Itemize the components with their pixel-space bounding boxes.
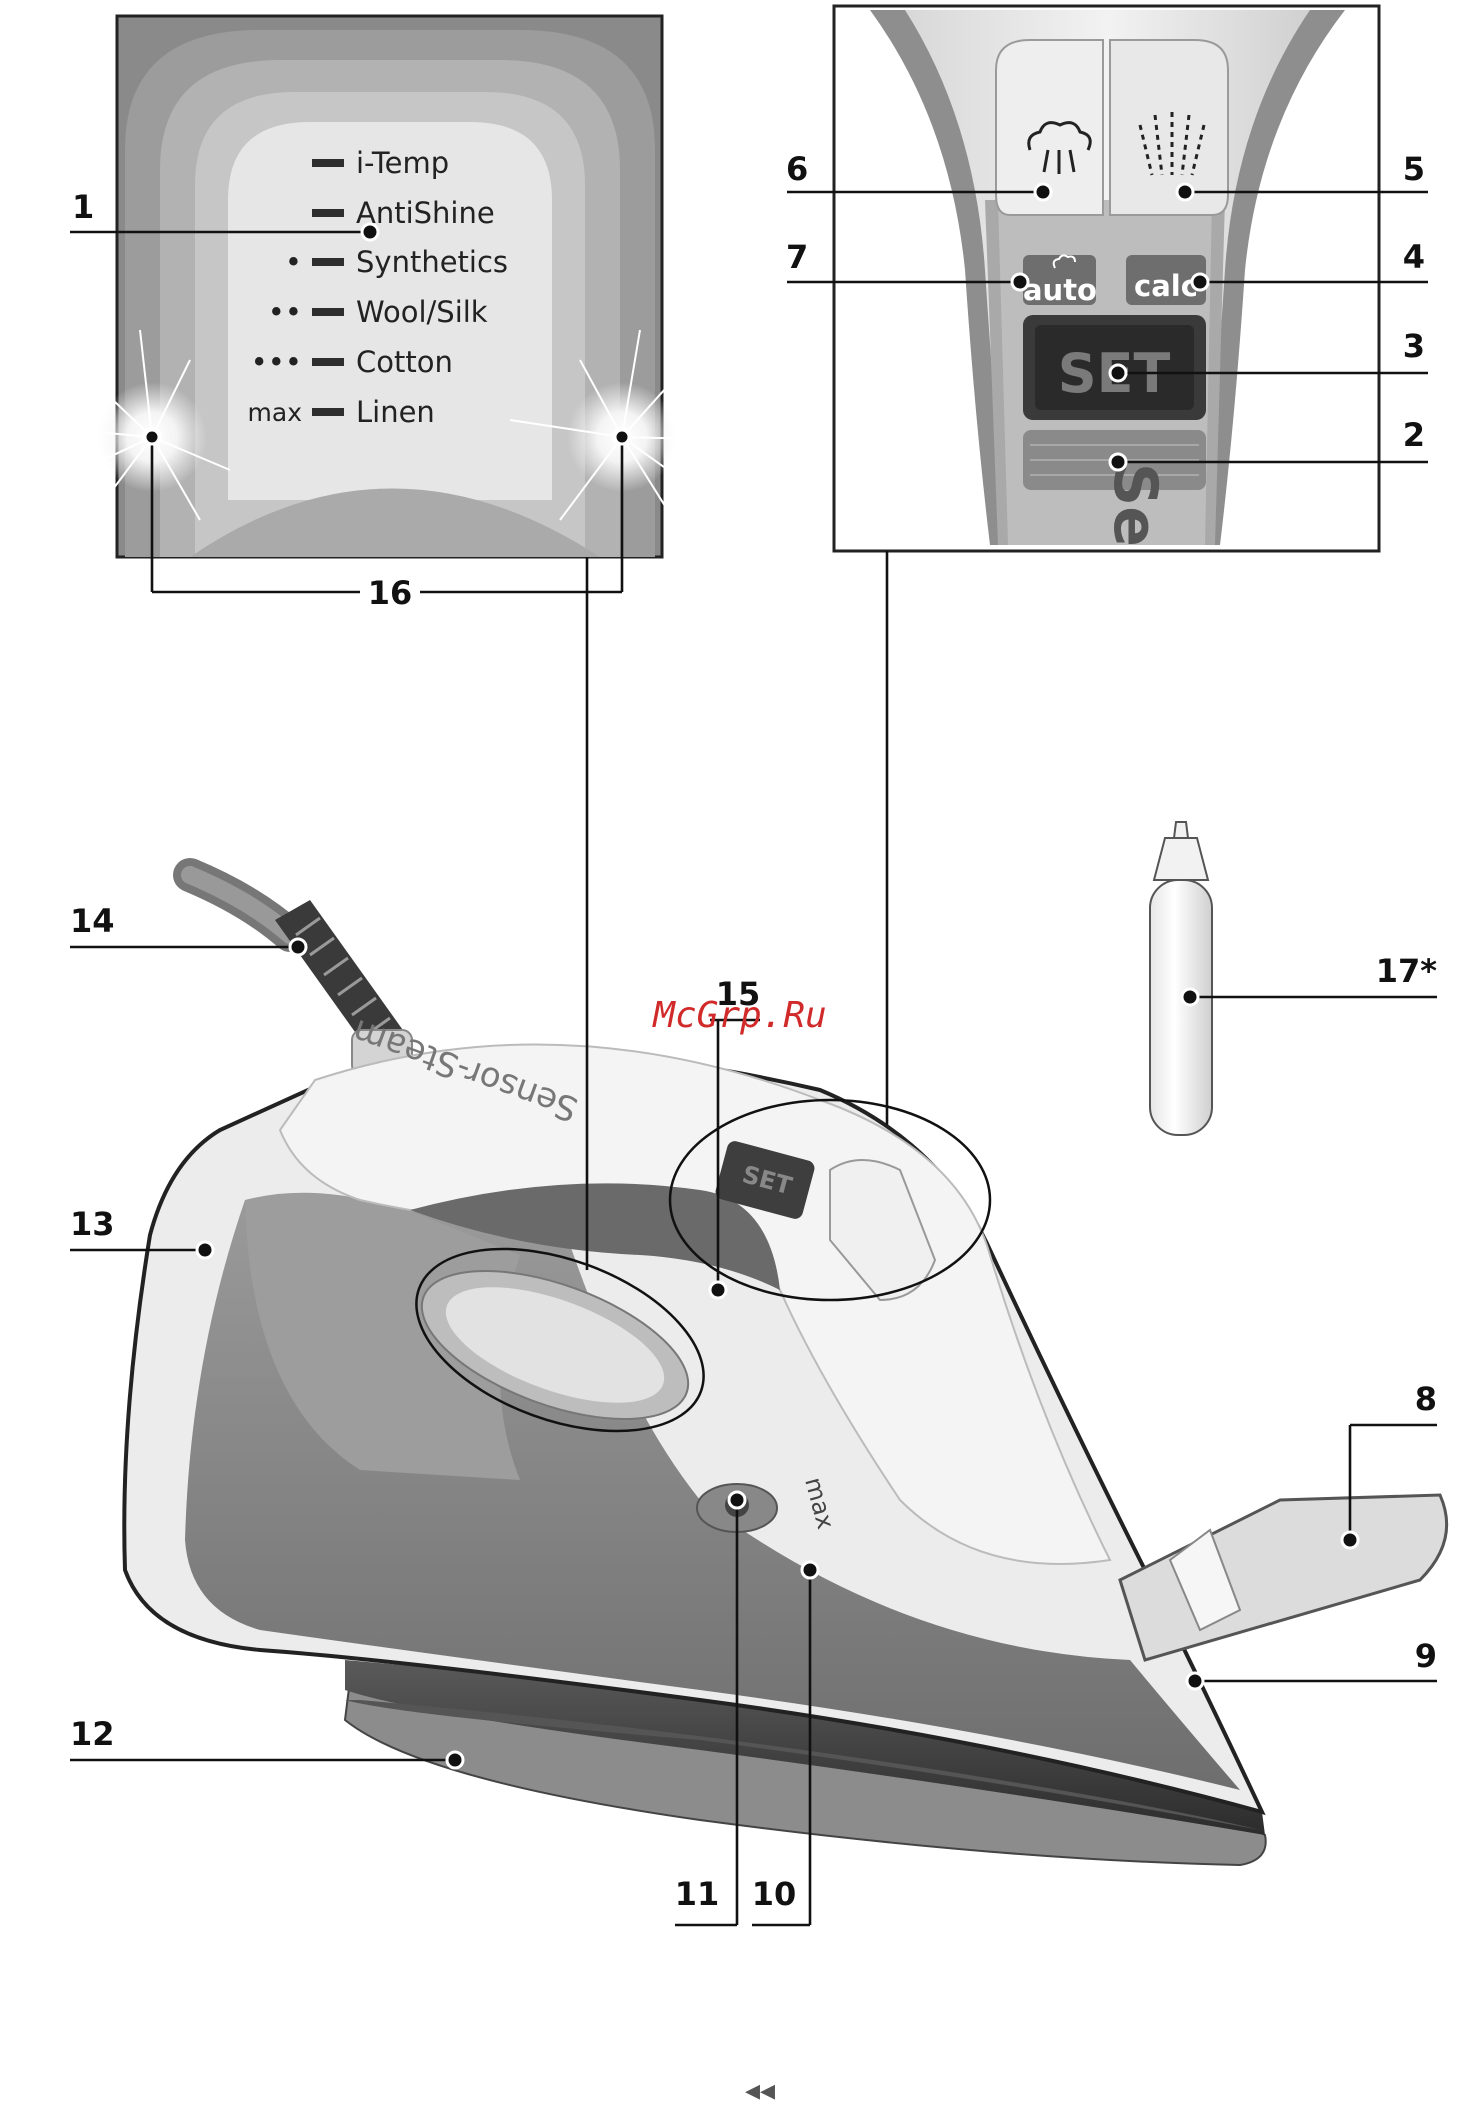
temperature-setting-row: •• Wool/Silk [268,295,488,329]
svg-text:7: 7 [786,238,808,276]
temperature-setting-label: i-Temp [356,146,449,180]
power-cord [190,875,290,935]
temperature-setting-label: AntiShine [356,196,495,230]
svg-text:1: 1 [72,188,94,226]
svg-text:3: 3 [1403,327,1425,365]
temperature-setting-marker: ••• [251,345,302,379]
svg-text:11: 11 [675,1875,720,1913]
svg-text:12: 12 [70,1715,115,1753]
temperature-panel: i-Temp AntiShine • Synthetics •• Wool/Si… [40,16,740,557]
descaling-tube [1150,822,1212,1135]
svg-text:9: 9 [1415,1637,1437,1675]
svg-text:5: 5 [1403,150,1425,188]
water-tank-cap [1120,1495,1447,1660]
auto-steam-button[interactable]: auto [1023,255,1097,307]
temperature-setting-marker: •• [268,295,302,329]
temperature-setting-label: Cotton [356,345,453,379]
svg-text:13: 13 [70,1205,115,1243]
svg-text:4: 4 [1403,238,1425,276]
svg-text:8: 8 [1415,1380,1437,1418]
temperature-setting-marker: • [285,245,302,279]
svg-text:16: 16 [368,574,413,612]
spray-button[interactable] [1110,40,1228,215]
svg-text:2: 2 [1403,416,1425,454]
calc-label: calc [1134,269,1198,303]
temperature-setting-label: Synthetics [356,245,508,279]
handle-brand-text: Se [1100,463,1170,547]
temperature-setting-label: Linen [356,395,435,429]
callout-17: 17* [1182,952,1437,1005]
svg-text:6: 6 [786,150,808,188]
callout-9: 9 [1187,1637,1437,1689]
iron-body: Sensor-Steam SET max [124,1011,1446,1830]
svg-text:14: 14 [70,902,115,940]
page-footer-glyph: ◂◂ [745,2073,775,2108]
temperature-setting-marker: max [248,398,302,427]
auto-steam-label: auto [1023,273,1097,307]
svg-text:10: 10 [752,1875,797,1913]
handle-control-panel: auto calc SET Se [834,6,1379,551]
svg-text:17*: 17* [1376,952,1438,990]
temperature-setting-label: Wool/Silk [356,295,488,329]
watermark-text: McGrp.Ru [651,995,826,1036]
